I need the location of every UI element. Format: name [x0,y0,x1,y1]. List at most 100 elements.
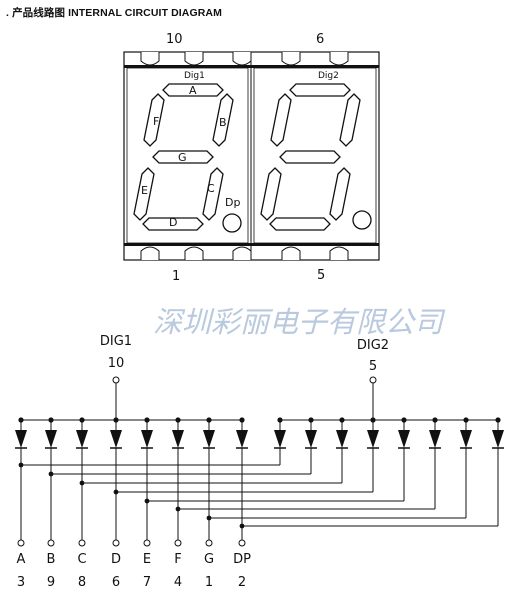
diagram-heading: . 产品线路图 INTERNAL CIRCUIT DIAGRAM [6,5,222,20]
dig1-diode-e-node [144,417,150,423]
dig1-diode-e-triangle [141,430,153,448]
digit2-segment-f [270,93,292,147]
common-name-1: DIG2 [357,338,389,353]
dig2-diode-c-triangle [336,430,348,448]
dig1-diode-b-triangle [45,430,57,448]
digit2-segment-d [269,217,331,231]
seg-junction-e [144,498,150,504]
segment-label-f: F [153,115,159,128]
digit2-segment-g [279,150,341,164]
seg-name-b: B [47,552,56,567]
dig1-diode-d-triangle [110,430,122,448]
top-pin-label-1: 10 [166,32,183,47]
dig1-diode-c-node [79,417,85,423]
digit1-segment-e [133,167,155,221]
digit2-segment-c [329,167,351,221]
heading-cn: 产品线路图 [12,7,66,19]
seg-junction-dp [239,523,245,529]
segment-label-c: C [207,182,215,195]
seg-pin-dp [238,539,246,547]
digit-1-segments [133,83,234,231]
seg-pin-e [143,539,151,547]
bottom-notch-3 [281,246,301,260]
digit-label-1: Dig1 [184,71,205,81]
dig2-diode-a-node [277,417,283,423]
digit1-segment-f [143,93,165,147]
seg-pin-d [112,539,120,547]
bottom-notch-1 [184,246,204,260]
dig1-diode-dp-triangle [236,430,248,448]
common-pin-1 [369,376,377,384]
top-notch-1 [184,52,204,66]
dig2-diode-f-triangle [429,430,441,448]
bottom-pin-label-2: 5 [317,268,325,283]
seg-junction-d [113,489,119,495]
dig2-diode-dp-node [495,417,501,423]
seg-name-g: G [204,552,214,567]
seg-name-f: F [174,552,181,567]
dig2-diode-e-triangle [398,430,410,448]
digit2-segment-b [339,93,361,147]
digit1-segment-a [162,83,224,97]
top-pin-label-2: 6 [316,32,324,47]
segment-label-a: A [189,84,197,97]
seg-pin-c [78,539,86,547]
dig1-diode-g-node [206,417,212,423]
dig2-diode-dp-triangle [492,430,504,448]
top-notch-3 [281,52,301,66]
top-band [124,65,379,68]
top-notch-2 [232,52,252,66]
seg-junction-a [18,462,24,468]
digit1-segment-g [152,150,214,164]
watermark: 深圳彩丽电子有限公司 [153,305,446,339]
seg-junction-b [48,471,54,477]
top-notch-0 [140,52,160,66]
common-name-0: DIG1 [100,334,132,349]
common-pin-number-1: 5 [369,359,377,374]
dig1-diode-g-triangle [203,430,215,448]
dig1-diode-b-node [48,417,54,423]
seg-pin-f [174,539,182,547]
digit2-window [253,67,377,244]
dig2-diode-g-node [463,417,469,423]
dig1-diode-a-triangle [15,430,27,448]
dig1-diode-dp-node [239,417,245,423]
dig1-diode-f-node [175,417,181,423]
digit2-segment-e [260,167,282,221]
digit1-window [126,67,249,244]
segment-label-dp: Dp [225,196,240,209]
schematic [15,376,504,547]
dig2-diode-c-node [339,417,345,423]
digit1-segment-d [142,217,204,231]
dig2-diode-b-node [308,417,314,423]
digit1-segment-c [202,167,224,221]
top-notch-4 [329,52,349,66]
common-pin-0 [112,376,120,384]
dig2-diode-f-node [432,417,438,423]
digit2-dp [352,210,372,230]
segment-label-e: E [141,184,148,197]
seg-pin-number-f: 4 [174,575,182,590]
seg-pin-number-g: 1 [205,575,213,590]
digit1-dp [222,213,242,233]
digit-2-segments [260,83,361,231]
bottom-notch-4 [329,246,349,260]
heading-prefix: . [6,7,10,19]
seg-pin-g [205,539,213,547]
segment-label-g: G [178,151,187,164]
segment-label-d: D [169,216,177,229]
heading-en: INTERNAL CIRCUIT DIAGRAM [68,7,222,19]
digit2-segment-a [289,83,351,97]
dig1-diode-a-node [18,417,24,423]
bottom-band [124,243,379,246]
seg-name-e: E [143,552,151,567]
seg-pin-number-b: 9 [47,575,55,590]
dig2-diode-g-triangle [460,430,472,448]
seg-name-a: A [17,552,26,567]
dig1-diode-d-node [113,417,119,423]
dig1-diode-f-triangle [172,430,184,448]
seg-pin-number-c: 8 [78,575,86,590]
seg-pin-number-e: 7 [143,575,151,590]
seg-pin-a [17,539,25,547]
seg-pin-number-d: 6 [112,575,120,590]
